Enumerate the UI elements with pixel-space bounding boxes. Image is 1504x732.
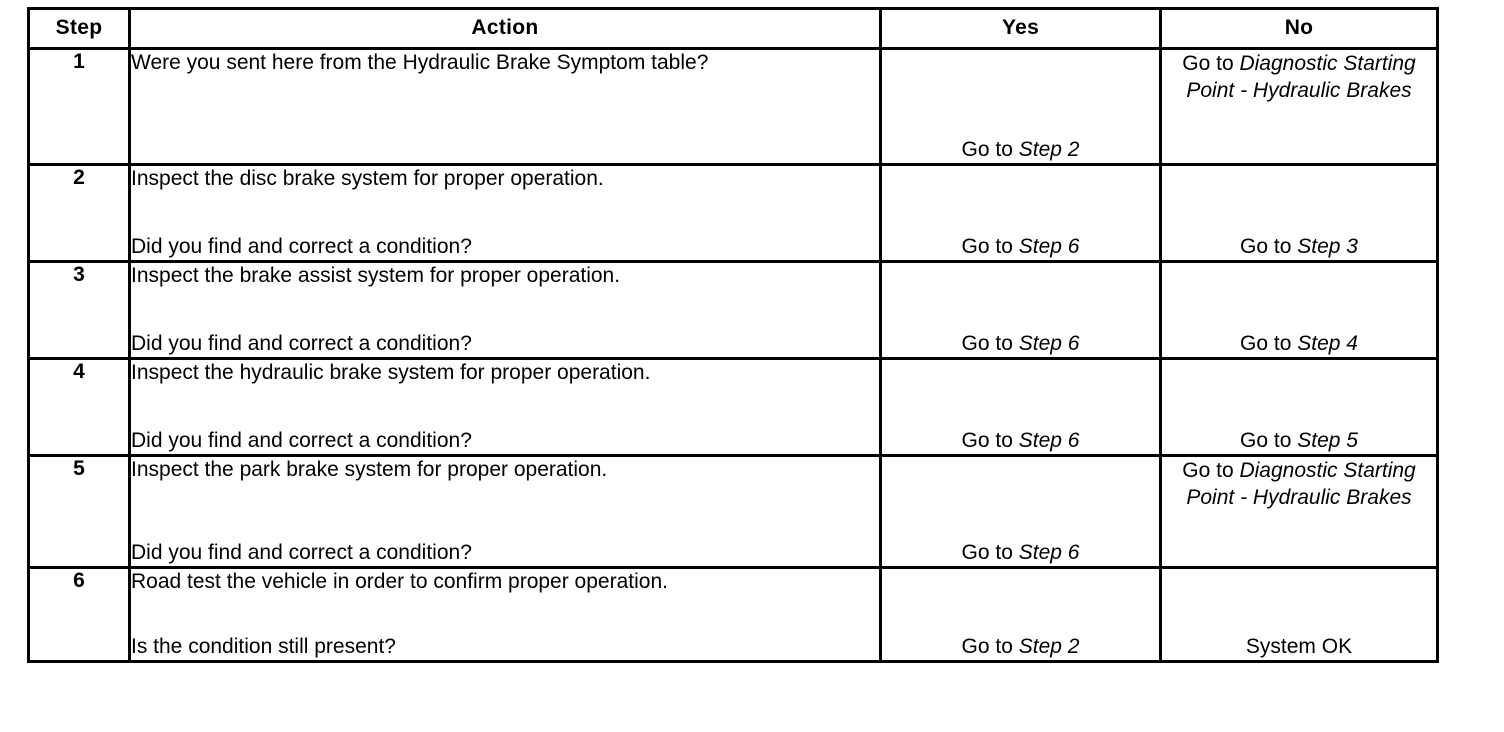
no-answer-cell: Go to Step 5: [1159, 357, 1439, 457]
goto-prefix: Go to: [1240, 332, 1298, 355]
goto-reference[interactable]: Step 2: [1018, 635, 1080, 658]
answer-text: Go to Step 6: [882, 330, 1159, 357]
no-answer-cell: Go to Step 3: [1159, 163, 1439, 263]
action-question: Did you find and correct a condition?: [131, 541, 472, 564]
step-number-cell: 1: [27, 47, 131, 166]
answer-text: Go to Step 2: [882, 136, 1159, 163]
goto-prefix: Go to: [1240, 235, 1298, 258]
step-number-cell: 6: [27, 566, 131, 663]
action-cell: Inspect the park brake system for proper…: [128, 454, 882, 569]
step-number-cell: 5: [27, 454, 131, 569]
answer-text: Go to Step 6: [882, 427, 1159, 454]
goto-reference[interactable]: Step 6: [1018, 332, 1080, 355]
no-answer-cell: System OK: [1159, 566, 1439, 663]
answer-text: System OK: [1245, 635, 1353, 658]
goto-prefix: Go to: [961, 235, 1019, 258]
answer-text: Go to Diagnostic Starting Point - Hydrau…: [1162, 50, 1436, 104]
goto-reference[interactable]: Diagnostic Starting Point - Hydraulic Br…: [1186, 459, 1416, 509]
yes-answer-cell: Go to Step 6: [879, 260, 1162, 360]
yes-answer-cell: Go to Step 6: [879, 357, 1162, 457]
action-instruction: Road test the vehicle in order to confir…: [131, 570, 668, 593]
step-number-cell: 2: [27, 163, 131, 263]
goto-reference[interactable]: Step 2: [1018, 138, 1080, 161]
goto-reference[interactable]: Step 6: [1018, 541, 1080, 564]
answer-text: Go to Step 2: [882, 633, 1159, 660]
action-cell: Were you sent here from the Hydraulic Br…: [128, 47, 882, 166]
goto-prefix: Go to: [1182, 52, 1240, 75]
no-answer-cell: Go to Step 4: [1159, 260, 1439, 360]
action-question: Did you find and correct a condition?: [131, 332, 472, 355]
action-question: Did you find and correct a condition?: [131, 429, 472, 452]
action-instruction: Were you sent here from the Hydraulic Br…: [131, 51, 709, 74]
goto-prefix: Go to: [961, 138, 1019, 161]
answer-text: Go to Step 3: [1162, 233, 1436, 260]
goto-reference[interactable]: Step 6: [1018, 429, 1080, 452]
goto-reference[interactable]: Diagnostic Starting Point - Hydraulic Br…: [1186, 52, 1416, 102]
column-header-yes: Yes: [879, 7, 1162, 50]
goto-reference[interactable]: Step 3: [1297, 235, 1358, 258]
column-header-step: Step: [27, 7, 131, 50]
action-instruction: Inspect the hydraulic brake system for p…: [131, 361, 651, 384]
step-number-cell: 4: [27, 357, 131, 457]
action-cell: Inspect the brake assist system for prop…: [128, 260, 882, 360]
action-cell: Inspect the disc brake system for proper…: [128, 163, 882, 263]
goto-prefix: Go to: [961, 332, 1019, 355]
yes-answer-cell: Go to Step 6: [879, 163, 1162, 263]
table-header-row: Step Action Yes No: [27, 7, 1439, 50]
goto-prefix: Go to: [961, 429, 1019, 452]
answer-text: Go to Step 6: [882, 539, 1159, 566]
yes-answer-cell: Go to Step 6: [879, 454, 1162, 569]
action-cell: Inspect the hydraulic brake system for p…: [128, 357, 882, 457]
action-question: Did you find and correct a condition?: [131, 235, 472, 258]
answer-text: Go to Step 4: [1162, 330, 1436, 357]
goto-prefix: Go to: [961, 635, 1019, 658]
yes-answer-cell: Go to Step 2: [879, 566, 1162, 663]
step-number-cell: 3: [27, 260, 131, 360]
answer-text: Go to Step 5: [1162, 427, 1436, 454]
action-cell: Road test the vehicle in order to confir…: [128, 566, 882, 663]
column-header-no: No: [1159, 7, 1439, 50]
column-header-action: Action: [128, 7, 882, 50]
goto-prefix: Go to: [1182, 459, 1240, 482]
goto-reference[interactable]: Step 6: [1018, 235, 1080, 258]
action-instruction: Inspect the brake assist system for prop…: [131, 264, 621, 287]
action-instruction: Inspect the disc brake system for proper…: [131, 167, 604, 190]
no-answer-cell: Go to Diagnostic Starting Point - Hydrau…: [1159, 454, 1439, 569]
action-instruction: Inspect the park brake system for proper…: [131, 458, 608, 481]
goto-prefix: Go to: [961, 541, 1019, 564]
answer-text: Go to Step 6: [882, 233, 1159, 260]
action-question: Is the condition still present?: [131, 635, 396, 658]
goto-reference[interactable]: Step 4: [1297, 332, 1358, 355]
goto-reference[interactable]: Step 5: [1297, 429, 1358, 452]
answer-text: Go to Diagnostic Starting Point - Hydrau…: [1162, 457, 1436, 511]
no-answer-cell: Go to Diagnostic Starting Point - Hydrau…: [1159, 47, 1439, 166]
yes-answer-cell: Go to Step 2: [879, 47, 1162, 166]
goto-prefix: Go to: [1240, 429, 1298, 452]
